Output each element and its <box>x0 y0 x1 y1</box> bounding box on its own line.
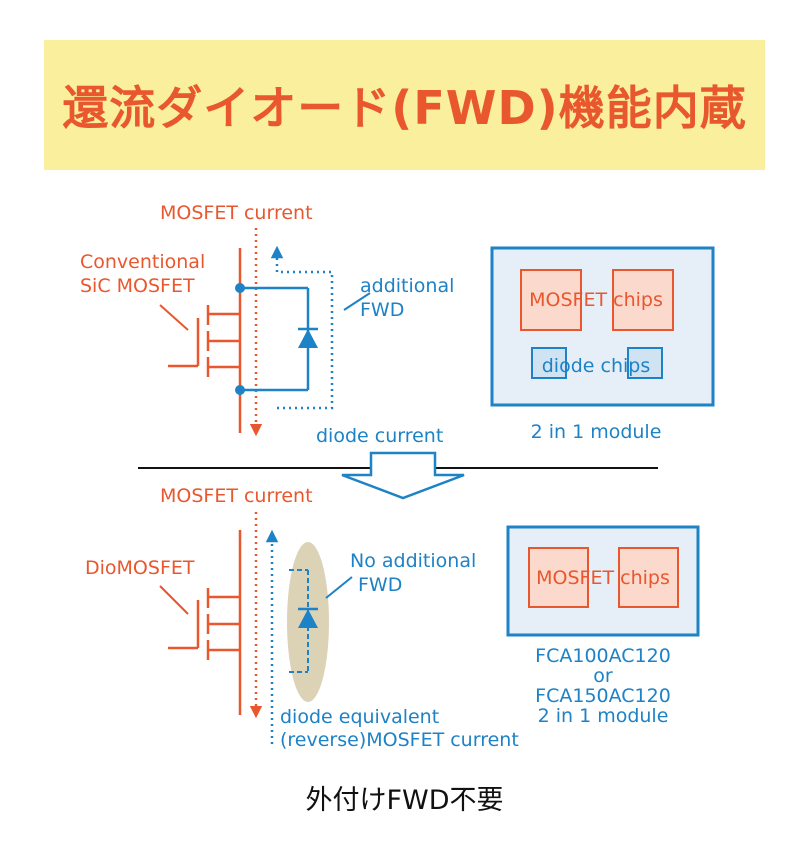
top-fwd-diode-icon <box>298 329 318 348</box>
top-module-caption: 2 in 1 module <box>531 421 662 443</box>
top-diode-chip-1 <box>531 347 567 379</box>
bottom-mosfet-chip-1 <box>528 547 589 608</box>
bottom-fwd-label-line2: FWD <box>358 574 402 596</box>
bottom-module-mosfet-chips-label: MOSFET chips <box>536 567 670 589</box>
top-device-label-line1: Conventional <box>80 251 205 273</box>
transition-down-arrow <box>341 451 465 500</box>
top-device-leader-line <box>159 304 189 331</box>
title-banner: 還流ダイオード(FWD)機能内蔵 <box>44 40 765 170</box>
bottom-reverse-label-line2: (reverse)MOSFET current <box>280 729 519 751</box>
bottom-device-label: DioMOSFET <box>85 557 195 579</box>
bottom-mosfet-chip-2 <box>618 547 679 608</box>
bottom-module-caption-line4: 2 in 1 module <box>538 705 669 727</box>
bottom-module-caption-line1: FCA100AC120 <box>535 645 671 667</box>
bottom-mosfet-symbol <box>168 530 242 715</box>
top-node-upper <box>235 283 245 293</box>
bottom-module-caption-line3: FCA150AC120 <box>535 685 671 707</box>
bottom-mosfet-current-label: MOSFET current <box>160 485 313 507</box>
top-diode-current-path <box>270 245 334 410</box>
top-fwd-leader-line <box>343 292 371 311</box>
top-mosfet-current-label: MOSFET current <box>160 202 313 224</box>
top-mosfet-chip-2 <box>612 269 674 331</box>
top-diode-current-label: diode current <box>316 425 443 447</box>
page-title: 還流ダイオード(FWD)機能内蔵 <box>62 81 747 135</box>
footer-caption: 外付けFWD不要 <box>305 785 504 816</box>
top-diode-chip-2 <box>627 347 663 379</box>
top-mosfet-chip-1 <box>520 269 582 331</box>
top-mosfet-symbol <box>168 248 242 433</box>
bottom-fwd-leader-line <box>325 576 353 599</box>
bottom-module-caption-line2: or <box>593 665 613 687</box>
top-module-mosfet-chips-label: MOSFET chips <box>529 289 663 311</box>
bottom-device-leader-line <box>159 585 189 615</box>
top-fwd-label-line2: FWD <box>360 299 404 321</box>
top-device-label-line2: SiC MOSFET <box>80 275 195 297</box>
top-fwd-label-line1: additional <box>360 275 454 297</box>
bottom-reverse-label-line1: diode equivalent <box>280 706 439 728</box>
bottom-fwd-label-line1: No additional <box>350 550 476 572</box>
top-node-lower <box>235 385 245 395</box>
top-module-diode-chips-label: diode chips <box>542 355 650 377</box>
builtin-diode-icon <box>298 609 318 628</box>
